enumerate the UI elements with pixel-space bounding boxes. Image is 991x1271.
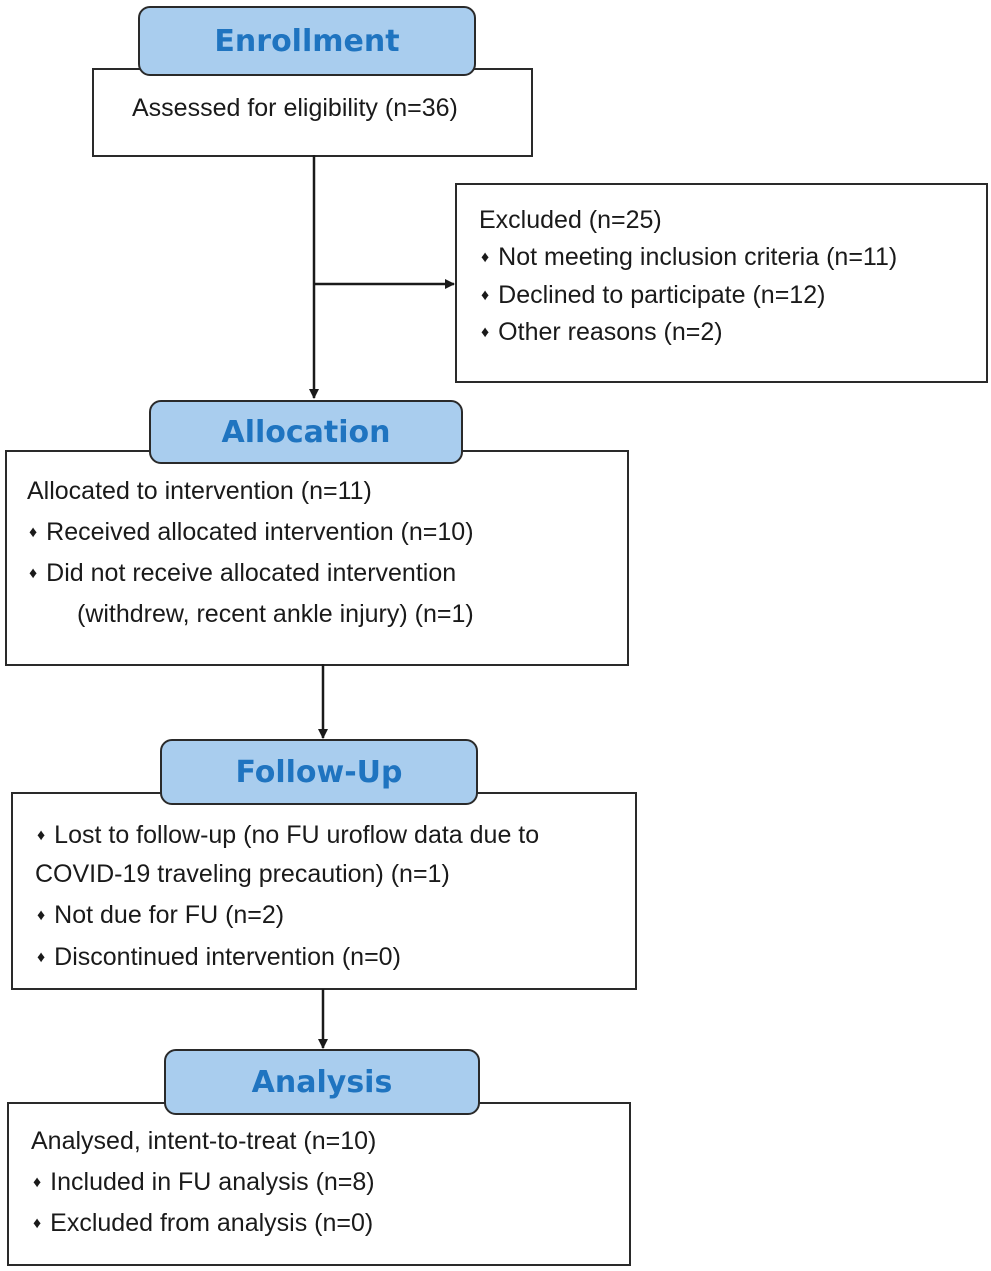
allocation-continuation: (withdrew, recent ankle injury) (n=1): [77, 600, 474, 628]
diamond-bullet-icon: ♦: [37, 827, 46, 844]
allocation-title: Allocated to intervention (n=11): [27, 477, 372, 505]
excluded-item: ♦Declined to participate (n=12): [481, 281, 826, 309]
diamond-bullet-icon: ♦: [33, 1174, 42, 1191]
allocation-item: ♦Received allocated intervention (n=10): [29, 518, 474, 546]
analysis-header: Analysis: [164, 1049, 480, 1115]
followup-header: Follow-Up: [160, 739, 478, 805]
analysis-box: Analysed, intent-to-treat (n=10) ♦Includ…: [7, 1102, 631, 1266]
excluded-item: ♦Not meeting inclusion criteria (n=11): [481, 243, 898, 271]
analysis-item: ♦Included in FU analysis (n=8): [33, 1168, 375, 1196]
diamond-bullet-icon: ♦: [29, 565, 38, 582]
analysis-item: ♦Excluded from analysis (n=0): [33, 1209, 374, 1237]
followup-item: ♦Discontinued intervention (n=0): [37, 943, 401, 971]
enrollment-header: Enrollment: [138, 6, 476, 76]
analysis-title: Analysed, intent-to-treat (n=10): [31, 1127, 377, 1155]
diamond-bullet-icon: ♦: [37, 907, 46, 924]
diamond-bullet-icon: ♦: [481, 287, 490, 304]
excluded-title: Excluded (n=25): [479, 206, 662, 234]
allocation-header: Allocation: [149, 400, 463, 464]
excluded-item: ♦Other reasons (n=2): [481, 318, 723, 346]
diamond-bullet-icon: ♦: [37, 949, 46, 966]
followup-item-continuation: COVID-19 traveling precaution) (n=1): [35, 860, 450, 888]
followup-item: ♦Lost to follow-up (no FU uroflow data d…: [37, 821, 540, 849]
followup-item: ♦Not due for FU (n=2): [37, 901, 285, 929]
diamond-bullet-icon: ♦: [29, 524, 38, 541]
excluded-box: Excluded (n=25) ♦Not meeting inclusion c…: [455, 183, 988, 383]
allocation-box: Allocated to intervention (n=11) ♦Receiv…: [5, 450, 629, 666]
assessed-text: Assessed for eligibility (n=36): [132, 94, 458, 122]
diamond-bullet-icon: ♦: [481, 324, 490, 341]
diamond-bullet-icon: ♦: [481, 249, 490, 266]
diamond-bullet-icon: ♦: [33, 1215, 42, 1232]
assessed-box: Assessed for eligibility (n=36): [92, 68, 533, 157]
allocation-item: ♦Did not receive allocated intervention: [29, 559, 457, 587]
followup-box: ♦Lost to follow-up (no FU uroflow data d…: [11, 792, 637, 990]
